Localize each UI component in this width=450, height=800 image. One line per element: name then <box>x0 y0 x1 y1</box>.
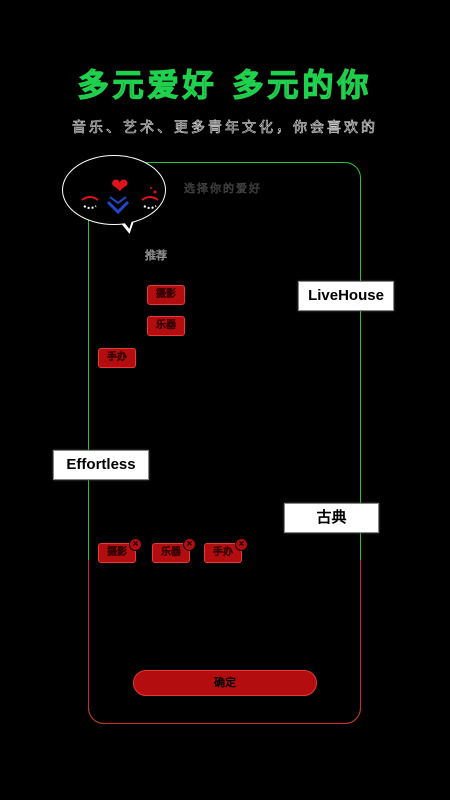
close-icon[interactable]: × <box>235 538 248 551</box>
floating-tag-classical[interactable]: 古典 <box>284 503 379 533</box>
avatar-illustration-icon <box>81 187 159 215</box>
selected-tag-figure[interactable]: 手办 × <box>204 538 248 563</box>
close-icon[interactable]: × <box>183 538 196 551</box>
tag-option-instrument[interactable]: 乐器 <box>147 316 185 336</box>
page-subtitle: 音乐、艺术、更多青年文化，你会喜欢的 <box>72 120 378 137</box>
avatar-bubble <box>62 155 166 225</box>
tag-option-figure[interactable]: 手办 <box>98 348 136 368</box>
heart-icon: ❤ <box>111 174 129 198</box>
card-bottom-border <box>88 560 361 724</box>
confirm-button[interactable]: 确定 <box>133 670 317 696</box>
card-header-text: 选择你的爱好 <box>184 182 262 196</box>
page-title: 多元爱好 多元的你 <box>77 67 373 104</box>
floating-tag-effortless[interactable]: Effortless <box>53 450 149 480</box>
selected-tag-instrument[interactable]: 乐器 × <box>152 538 196 563</box>
section-label: 推荐 <box>145 249 168 263</box>
selected-tag-photography[interactable]: 摄影 × <box>98 538 142 563</box>
tag-option-photography[interactable]: 摄影 <box>147 285 185 305</box>
floating-tag-livehouse[interactable]: LiveHouse <box>298 281 394 311</box>
close-icon[interactable]: × <box>129 538 142 551</box>
